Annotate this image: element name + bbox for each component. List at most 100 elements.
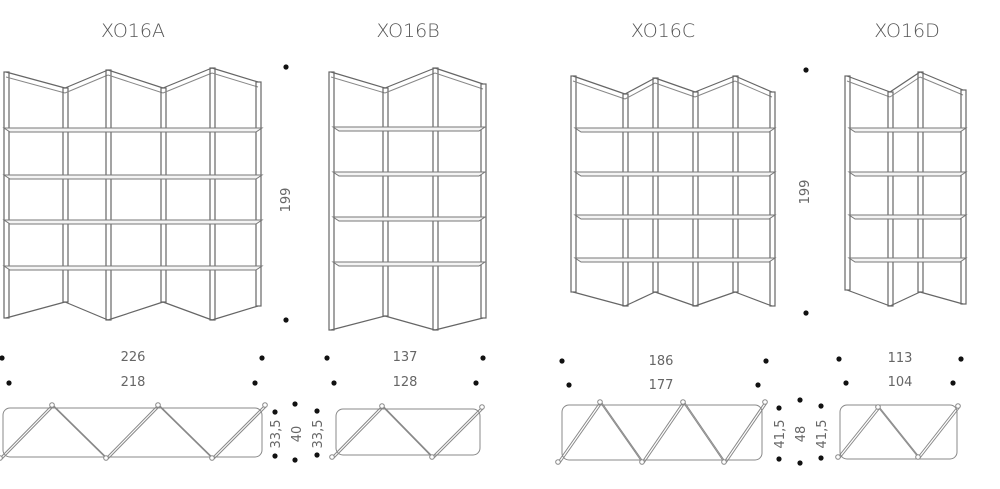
dimension-marker-dot	[818, 403, 824, 409]
top-rail-edge	[694, 80, 736, 98]
plan-panel	[557, 401, 601, 463]
plan-panel-edge	[839, 407, 881, 459]
plan-panel-edge	[333, 406, 385, 459]
width-outer-a: 226	[121, 350, 146, 365]
dimension-marker-dot	[292, 457, 298, 463]
dimension-marker-dot	[259, 355, 265, 361]
upright-post	[382, 87, 389, 317]
dimension-marker-dot	[950, 380, 956, 386]
bottom-rail	[330, 315, 386, 331]
width-outer-d: 113	[888, 351, 913, 366]
width-inner-d: 104	[888, 375, 913, 390]
width-inner-b: 128	[393, 375, 418, 390]
upright-post	[960, 89, 967, 305]
dimension-marker-dot	[755, 382, 761, 388]
plan-panel	[157, 404, 213, 459]
bottom-rail	[624, 291, 656, 307]
shelf	[573, 127, 777, 133]
dimension-marker-dot	[272, 453, 278, 459]
plan-outline	[335, 408, 481, 456]
hinge-joint	[680, 399, 686, 405]
top-rail	[211, 67, 259, 83]
width-inner-a: 218	[121, 375, 146, 390]
shelf	[847, 214, 968, 220]
bottom-rail	[5, 301, 66, 319]
hinge-joint	[155, 402, 161, 408]
dimension-marker-dot	[283, 64, 289, 70]
top-rail-edge	[734, 80, 773, 98]
height-label-c: 199	[798, 180, 813, 205]
hinge-joint	[262, 402, 268, 408]
dimension-marker-dot	[314, 452, 320, 458]
top-rail	[919, 71, 964, 91]
depth-side-c-right: 41,5	[815, 420, 830, 449]
hinge-joint	[597, 399, 603, 405]
hinge-joint	[955, 403, 961, 409]
top-rail-edge	[889, 76, 921, 98]
shelf	[573, 257, 777, 263]
bottom-rail	[64, 301, 109, 321]
hinge-joint	[379, 403, 385, 409]
model-title-b: XO16B	[376, 20, 439, 42]
plan-outline	[839, 404, 958, 460]
shelf	[2, 127, 264, 133]
hinge-joint	[209, 455, 215, 461]
hinge-joint	[103, 455, 109, 461]
width-outer-c: 186	[649, 354, 674, 369]
top-rail	[5, 71, 66, 89]
upright-post	[105, 69, 112, 321]
dimension-marker-dot	[836, 356, 842, 362]
hinge-joint	[639, 459, 645, 465]
shelf	[847, 171, 968, 177]
dimension-marker-dot	[6, 380, 12, 386]
upright-post	[209, 67, 216, 321]
top-rail	[107, 69, 164, 89]
depth-side-a-right: 33,5	[311, 420, 326, 449]
upright-post	[887, 91, 894, 307]
dimension-marker-dot	[331, 380, 337, 386]
plan-panel	[105, 404, 159, 459]
plan-panel-edge	[1, 405, 55, 460]
plan-panel	[211, 404, 266, 459]
bottom-rail	[919, 291, 964, 305]
hinge-joint	[329, 454, 335, 460]
plan-panel-edge	[879, 407, 921, 459]
upright-post	[480, 83, 487, 319]
bottom-rail	[572, 291, 626, 307]
dimension-marker-dot	[292, 401, 298, 407]
plan-panel	[682, 401, 725, 463]
plan-panel	[877, 406, 919, 458]
dimension-marker-dot	[803, 67, 809, 73]
dimension-marker-dot	[473, 380, 479, 386]
shelf	[573, 171, 777, 177]
top-rail-edge	[64, 74, 109, 94]
dimension-marker-dot	[803, 310, 809, 316]
hinge-joint	[555, 459, 561, 465]
plan-outline	[561, 404, 763, 461]
plan-panel-edge	[725, 402, 768, 464]
upright-post	[255, 81, 262, 307]
model-title-d: XO16D	[874, 20, 940, 42]
shelf	[847, 127, 968, 133]
depth-side-c-left: 41,5	[773, 420, 788, 449]
shelf	[2, 219, 264, 225]
upright-post	[432, 67, 439, 331]
top-rail-edge	[107, 74, 164, 94]
width-outer-b: 137	[393, 350, 418, 365]
elevation-and-plan-drawings	[0, 64, 968, 466]
hinge-joint	[915, 454, 921, 460]
top-rail-edge	[5, 76, 66, 94]
upright-post	[570, 75, 577, 293]
bottom-rail	[162, 301, 213, 321]
top-rail-edge	[919, 76, 964, 96]
top-rail	[694, 75, 736, 93]
top-rail-edge	[654, 82, 696, 98]
bottom-rail	[846, 289, 891, 307]
dimension-marker-dot	[763, 358, 769, 364]
plan-panel-edge	[383, 406, 435, 459]
top-rail-edge	[572, 80, 626, 100]
top-rail-edge	[211, 72, 259, 88]
model-title-c: XO16C	[631, 20, 695, 42]
dimension-marker-dot	[324, 355, 330, 361]
